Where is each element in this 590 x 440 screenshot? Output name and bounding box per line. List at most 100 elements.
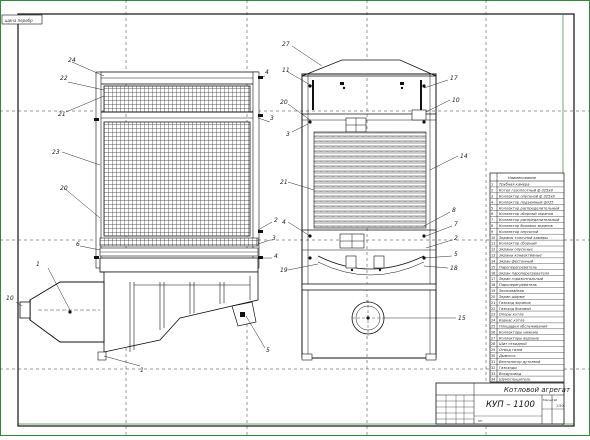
callout-label: 10 [452, 97, 460, 104]
legend-row-number: 6 [491, 212, 493, 216]
legend-row-number: 1 [491, 183, 493, 187]
legend-row-name: Коллектор опускной ф 325х8 [499, 194, 555, 198]
left-view [15, 61, 273, 367]
legend-row-number: 30 [491, 354, 495, 358]
legend-row-name: Экран горизонтальный [498, 277, 544, 281]
legend-row-name: Коллектор сборный [499, 242, 537, 246]
callout-label: 3 [270, 115, 274, 122]
legend-row-number: 29 [491, 348, 495, 352]
legend-row-number: 26 [491, 330, 495, 334]
legend-row-name: Коллекторы верхние [499, 336, 540, 340]
legend-row-number: 19 [491, 289, 495, 293]
scale-label: Масштаб [543, 398, 557, 402]
legend-row: 15 Пароперегреватель [490, 265, 564, 270]
legend-row: 34 Шумоглушитель [490, 378, 564, 383]
legend-row-name: Каркас котла [499, 319, 525, 323]
callout-label: 1 [36, 261, 40, 268]
legend-row-name: Газоходы [499, 366, 517, 370]
legend-row-number: 22 [491, 307, 495, 311]
legend-row-name: Воздуховод [499, 372, 522, 376]
legend-row-number: 21 [491, 301, 495, 305]
legend-row-number: 31 [491, 360, 495, 364]
legend-row-number: 2 [491, 189, 493, 193]
legend-row-number: 8 [491, 224, 493, 228]
legend-row-name: Вентилятор дутьевой [499, 360, 541, 364]
callout-label: 1 [140, 367, 144, 374]
callout-label: 2 [454, 235, 458, 242]
legend-row-name: Экран фестонный [498, 259, 534, 263]
legend-row-name: Трубная камера [499, 183, 529, 187]
callout-label: 3 [286, 131, 290, 138]
legend-row: 1 Трубная камера [490, 183, 564, 188]
legend-row: 29 Отвод газов [490, 348, 564, 353]
legend-row-number: 17 [491, 277, 495, 281]
legend-row-name: Площадки обслуживания [499, 324, 548, 328]
callout-label: 27 [282, 41, 290, 48]
legend-row-name: Экран-ширма [498, 295, 525, 299]
legend-row: 28 Шит откидной [490, 342, 564, 347]
legend-row-number: 33 [491, 372, 495, 376]
legend-row-name: Коллектор сборный экранов [499, 212, 553, 216]
callout-label: 2 [274, 217, 278, 224]
legend-row-number: 3 [491, 194, 493, 198]
header-tab: шина перебр [1, 14, 43, 25]
callout-label: 20 [280, 99, 288, 106]
legend-table: Наименование 1 Трубная камера 2 Котел газоп… [489, 172, 565, 383]
legend-row-name: Котел газоплотный ф 325х8 [499, 189, 553, 193]
right-view [287, 45, 459, 361]
legend-row-name: Коллектор подъемный ф325 [499, 200, 554, 204]
callouts-left: 24 22 21 23 20 1 6 4 3 2 3 4 5 1 10 [6, 57, 278, 374]
callout-label: 17 [450, 75, 458, 82]
callout-label: 19 [280, 267, 288, 274]
legend-row-name: Шит откидной [499, 342, 527, 346]
legend-row-number: 20 [491, 295, 495, 299]
legend-row-name: Пароперегреватель [499, 265, 537, 269]
callout-label: 22 [60, 75, 68, 82]
legend-row-number: 28 [491, 342, 495, 346]
legend-row-name: Коллекторы нижние [499, 330, 539, 334]
drawing-title: Котловой агрегат [504, 386, 571, 394]
legend-header: Наименование [508, 176, 537, 180]
legend-row-name: Экраны конвективные [498, 254, 542, 258]
callout-label: 4 [274, 253, 278, 260]
legend-row: 26 Коллекторы нижние [490, 330, 564, 335]
legend-row-number: 5 [491, 206, 493, 210]
legend-row-name: Коллектор распределительный [499, 218, 560, 222]
callout-label: 14 [460, 153, 468, 160]
legend-row-number: 23 [491, 313, 495, 317]
legend-row-number: 15 [491, 265, 495, 269]
sheet-footer: КП [478, 419, 482, 423]
callout-label: 10 [6, 295, 14, 302]
legend-row: 6 Коллектор сборный экранов [490, 212, 564, 217]
legend-row-number: 16 [491, 271, 495, 275]
legend-row-name: Экраны опускные [498, 248, 534, 252]
legend-row-number: 34 [491, 378, 495, 382]
legend-row-name: Шумоглушитель [499, 378, 531, 382]
legend-row: 11 Коллектор сборный [490, 242, 564, 247]
callout-label: 11 [282, 67, 290, 74]
legend-row-name: Экономайзер [498, 289, 525, 293]
legend-row-number: 9 [491, 230, 493, 234]
callout-label: 8 [452, 207, 456, 214]
callout-label: 6 [76, 241, 80, 248]
callouts-right: 27 11 17 20 3 10 14 21 4 8 7 2 5 18 19 1… [280, 41, 468, 322]
legend-row-name: Пароперегреватель [499, 283, 537, 287]
callout-label: 4 [265, 69, 269, 76]
legend-row-name: Отвод газов [499, 348, 522, 352]
legend-row-number: 11 [491, 242, 495, 246]
